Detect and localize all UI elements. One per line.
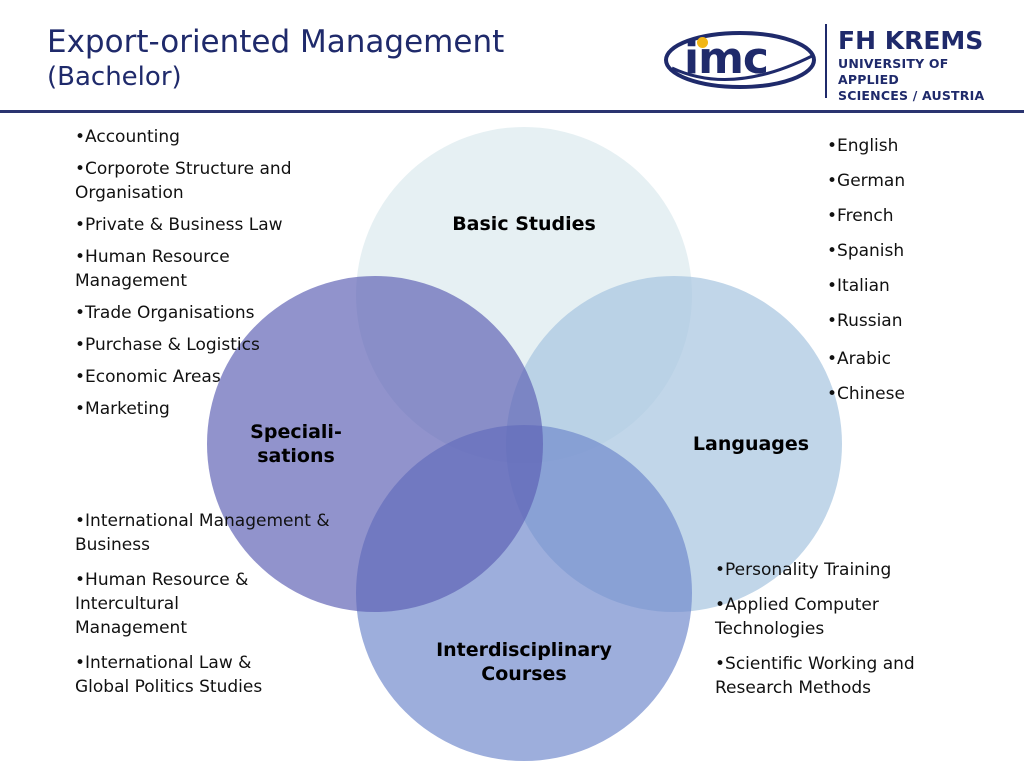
list-item: Spanish (827, 239, 977, 263)
list-item: Arabic (827, 347, 977, 371)
list-item: Chinese (827, 382, 977, 406)
logo-divider (825, 24, 827, 98)
fh-line-1: UNIVERSITY OF APPLIED (838, 56, 949, 87)
header-rule (0, 110, 1024, 113)
list-item: Trade Organisations (75, 301, 355, 325)
list-item: Private & Business Law (75, 213, 355, 237)
label-interdisciplinary-line2: Courses (481, 663, 567, 685)
list-item: Marketing (75, 397, 355, 421)
fh-line-2: SCIENCES / AUSTRIA (838, 88, 985, 103)
list-item: International Management & Business (75, 509, 335, 557)
imc-swoosh-icon (664, 31, 816, 89)
list-item: Economic Areas (75, 365, 355, 389)
title-main: Export-oriented Management (47, 24, 505, 60)
list-item: German (827, 169, 977, 193)
languages-list: English German French Spanish Italian Ru… (827, 134, 977, 406)
list-item: Corporote Structure and Organisation (75, 157, 355, 205)
label-languages: Languages (676, 432, 826, 456)
label-basic-studies: Basic Studies (424, 212, 624, 236)
institution-logo: imc FH KREMS UNIVERSITY OF APPLIED SCIEN… (662, 22, 1002, 103)
list-item: Purchase & Logistics (75, 333, 355, 357)
imc-dot-icon (697, 37, 708, 48)
slide-title: Export-oriented Management (Bachelor) (47, 24, 504, 94)
list-item: Italian (827, 274, 977, 298)
list-item: English (827, 134, 977, 158)
label-interdisciplinary: Interdisciplinary Courses (404, 638, 644, 686)
label-specialisations-line2: sations (257, 445, 335, 467)
label-languages-text: Languages (692, 433, 810, 455)
list-item: Personality Training (715, 558, 960, 582)
list-item: Scientific Working and Research Methods (715, 652, 960, 700)
specialisations-list: International Management & Business Huma… (75, 509, 335, 699)
label-interdisciplinary-line1: Interdisciplinary (436, 639, 612, 661)
list-item: Russian (827, 309, 977, 333)
list-item: Applied Computer Technologies (715, 593, 915, 641)
fh-name: FH KREMS (838, 26, 984, 55)
list-item: Human Resource & Intercultural Managemen… (75, 568, 285, 640)
list-item: Accounting (75, 125, 355, 149)
imc-logo-mark: imc (662, 28, 818, 92)
label-specialisations-line1: Speciali- (250, 421, 342, 443)
title-sub: (Bachelor) (47, 62, 182, 92)
label-specialisations: Speciali- sations (216, 420, 376, 468)
interdisciplinary-list: Personality Training Applied Computer Te… (715, 558, 960, 700)
list-item: French (827, 204, 977, 228)
label-basic-studies-text: Basic Studies (452, 213, 596, 235)
fh-krems-wordmark: FH KREMS UNIVERSITY OF APPLIED SCIENCES … (838, 26, 1002, 104)
list-item: International Law & Global Politics Stud… (75, 651, 305, 699)
list-item: Human Resource Management (75, 245, 295, 293)
basic-studies-list: Accounting Corporote Structure and Organ… (75, 125, 355, 421)
